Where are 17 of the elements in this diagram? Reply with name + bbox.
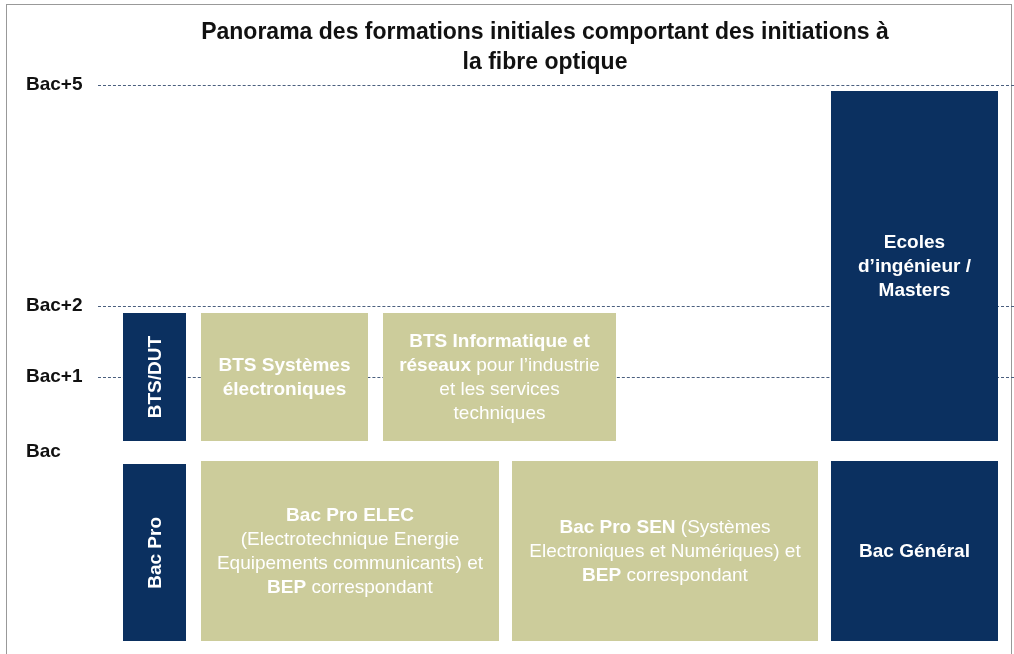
box-text: Bac Pro SEN (Systèmes Electroniques et Numériques) et BEP correspondant (528, 515, 802, 587)
box-text: Bac Pro (142, 516, 166, 589)
level-box (831, 91, 998, 441)
box-text: BTS/DUT (142, 335, 166, 419)
box-text: Bac Pro ELEC (Electrotechnique Energie Equipements communicants) et BEP correspondant (215, 503, 485, 599)
level-box (201, 313, 368, 441)
box-text: BTS Systèmes électroniques (217, 353, 352, 401)
level-box (201, 461, 499, 641)
level-box (831, 461, 998, 641)
box-text: BTS Informatique et réseaux pour l’industrie et les services techniques (398, 329, 601, 425)
level-box (383, 313, 616, 441)
level-box (123, 464, 186, 641)
box-text: Ecoles d’ingénieur / Masters (857, 230, 972, 302)
box-text: Bac Général (859, 539, 970, 563)
chart-title: Panorama des formations initiales comportant des initiations à la fibre optique (200, 17, 890, 76)
level-box (512, 461, 818, 641)
level-box (123, 313, 186, 441)
